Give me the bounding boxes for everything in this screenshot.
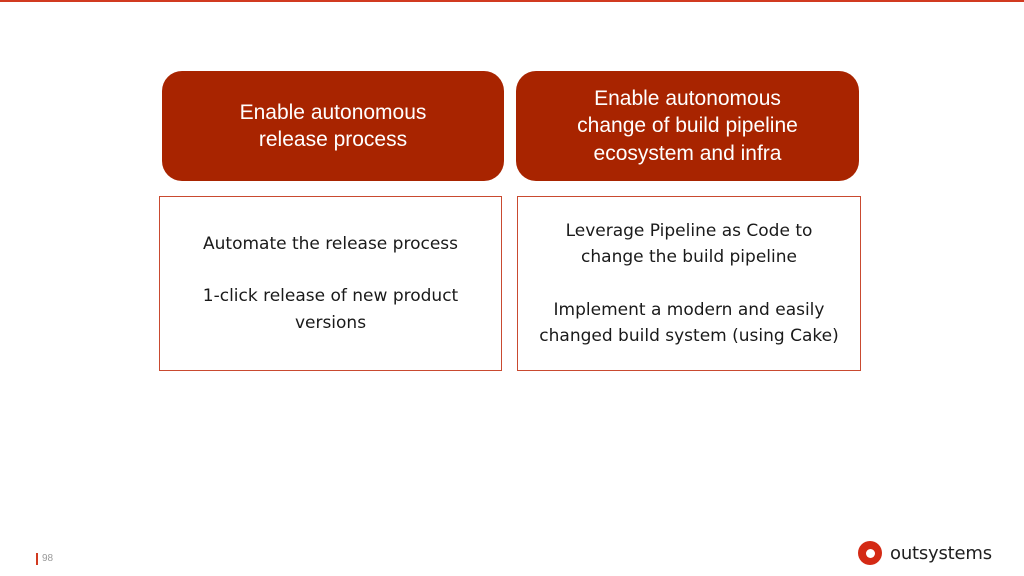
content-line: Implement a modern and easily changed bu…: [539, 299, 839, 346]
page-number: 98: [42, 553, 54, 564]
content-line: Leverage Pipeline as Code to change the …: [565, 220, 813, 268]
page-marker: [36, 553, 38, 565]
top-accent-rule: [0, 0, 1024, 2]
content-line: 1-click release of new product versions: [202, 286, 459, 333]
logo-text: outsystems: [890, 542, 992, 564]
content-box-build-pipeline: Leverage Pipeline as Code to change the …: [517, 196, 861, 371]
content-line: Automate the release process: [203, 233, 458, 254]
content-box-release-process: Automate the release process 1-click rel…: [159, 196, 502, 371]
header-build-pipeline: Enable autonomous change of build pipeli…: [516, 71, 859, 181]
logo-mark-center: [865, 548, 875, 558]
outsystems-logo: outsystems: [858, 541, 992, 565]
outsystems-logo-icon: [858, 541, 882, 565]
header-release-process: Enable autonomous release process: [162, 71, 504, 181]
